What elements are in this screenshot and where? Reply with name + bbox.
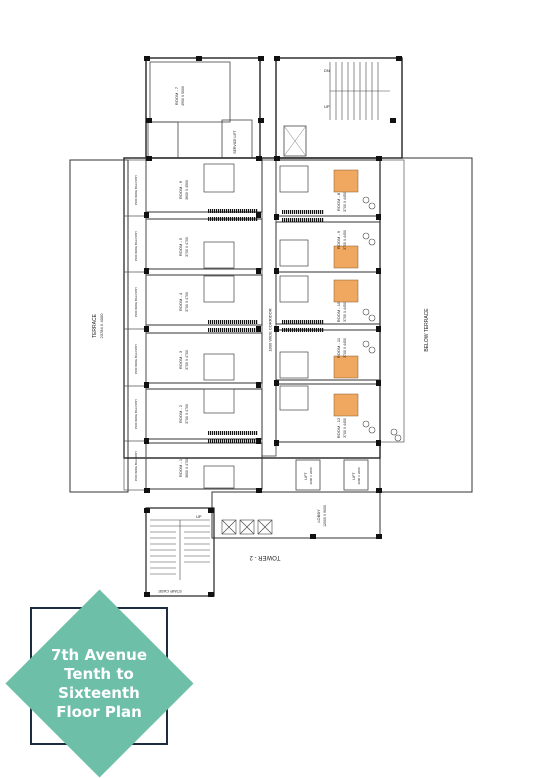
lift-left-label: LIFT: [304, 472, 308, 480]
lobby-shafts: [221, 519, 273, 535]
badge-line-3: Sixteenth: [58, 684, 140, 702]
balcony-top: [147, 121, 179, 159]
balcony-label-4: 1500 WIDE BALCONY: [134, 287, 138, 318]
room-10: [275, 271, 381, 325]
room-4-dim: 3700 X 4700: [185, 292, 189, 312]
room-2-label: ROOM - 2: [178, 404, 183, 423]
room-1-label: ROOM - 1: [178, 458, 183, 477]
stair-dn-label: DN: [324, 68, 330, 73]
badge-line-2: Tenth to: [64, 665, 134, 683]
badge-title: 7th Avenue Tenth to Sixteenth Floor Plan: [38, 624, 160, 744]
service-lift-label: SERVICE LIFT: [233, 129, 237, 153]
lift-right-label: LIFT: [352, 472, 356, 480]
corridor-label: 1800 WIDE CORRIDOR: [268, 308, 273, 351]
lobby: [211, 491, 381, 539]
room-3-label: ROOM - 3: [178, 350, 183, 369]
room-6-dim: 3600 X 4500: [185, 180, 189, 200]
stair-case-bottom: [145, 507, 215, 597]
room-10-label: ROOM - 10: [336, 301, 341, 322]
left-rooms: [123, 157, 263, 491]
room-2-dim: 3700 X 4700: [185, 404, 189, 424]
room-8-label: ROOM - 8: [336, 192, 341, 211]
lift-left-dim: 2000 X 2000: [309, 467, 313, 484]
room-7-dim: 4900 X 5000: [181, 86, 185, 106]
balcony-label-2: 1500 WIDE BALCONY: [134, 399, 138, 430]
room-9: [275, 221, 381, 273]
lift-2: [283, 125, 307, 157]
badge-line-1: 7th Avenue: [50, 646, 148, 664]
room-4-label: ROOM - 4: [178, 292, 183, 311]
staircase-top-steps: [329, 62, 390, 120]
terrace-dimension: 23784 X 4000: [99, 313, 104, 339]
room-9-label: ROOM - 9: [336, 230, 341, 249]
room-5-dim: 3700 X 4700: [185, 237, 189, 257]
floor-plan-badge: 7th Avenue Tenth to Sixteenth Floor Plan: [0, 580, 200, 778]
room-11: [275, 329, 381, 381]
lift-left: [295, 459, 321, 491]
room-8: [275, 159, 381, 217]
room-12: [275, 383, 381, 443]
stair-case-label: STAIR CASE: [158, 589, 182, 594]
lift-right: [343, 459, 369, 491]
room-8-dim: 3700 X 4450: [343, 192, 347, 212]
right-rooms: [275, 159, 405, 443]
stair-up-label: UP: [324, 104, 330, 109]
room-11-label: ROOM - 11: [336, 337, 341, 358]
lift-right-dim: 2000 X 2000: [357, 467, 361, 484]
lobby-label: LOBBY: [316, 509, 321, 523]
terrace-label: TERRACE: [92, 313, 98, 338]
staircase-top-block: [275, 57, 403, 159]
room-5-label: ROOM - 5: [178, 237, 183, 256]
room-9-dim: 3700 X 4450: [343, 230, 347, 250]
room-6-label: ROOM - 6: [178, 180, 183, 199]
badge-line-4: Floor Plan: [56, 703, 142, 721]
tower-label: TOWER - 2: [249, 554, 281, 560]
balcony-label-5: 1500 WIDE BALCONY: [134, 231, 138, 262]
terrace-outline: [69, 159, 129, 493]
top-block-outline: [145, 57, 261, 159]
balcony-label-1: 1500 WIDE BALCONY: [134, 451, 138, 482]
room-7-label: ROOM - 7: [174, 86, 179, 105]
balcony-label-3: 1500 WIDE BALCONY: [134, 344, 138, 375]
room-12-dim: 3700 X 4450: [343, 418, 347, 438]
bed-icons: [333, 169, 359, 417]
structural-columns: [144, 56, 402, 597]
corridor: [261, 159, 277, 457]
room-11-dim: 3700 X 4450: [343, 338, 347, 358]
room-7: [149, 61, 231, 123]
balcony-label-6: 1500 WIDE BALCONY: [134, 175, 138, 206]
lobby-dim: 12000 X 9000: [323, 505, 327, 527]
room-3-dim: 3700 X 4700: [185, 350, 189, 370]
room-12-label: ROOM - 12: [336, 417, 341, 438]
room-1-dim: 3600 X 4700: [185, 458, 189, 478]
service-lift: [221, 119, 253, 159]
room-10-dim: 3700 X 4450: [343, 302, 347, 322]
below-terrace-label: BELOW TERRACE: [424, 308, 430, 352]
stair-bottom-up-label: UP: [196, 514, 202, 519]
stair-case-bottom-steps: [150, 519, 210, 580]
